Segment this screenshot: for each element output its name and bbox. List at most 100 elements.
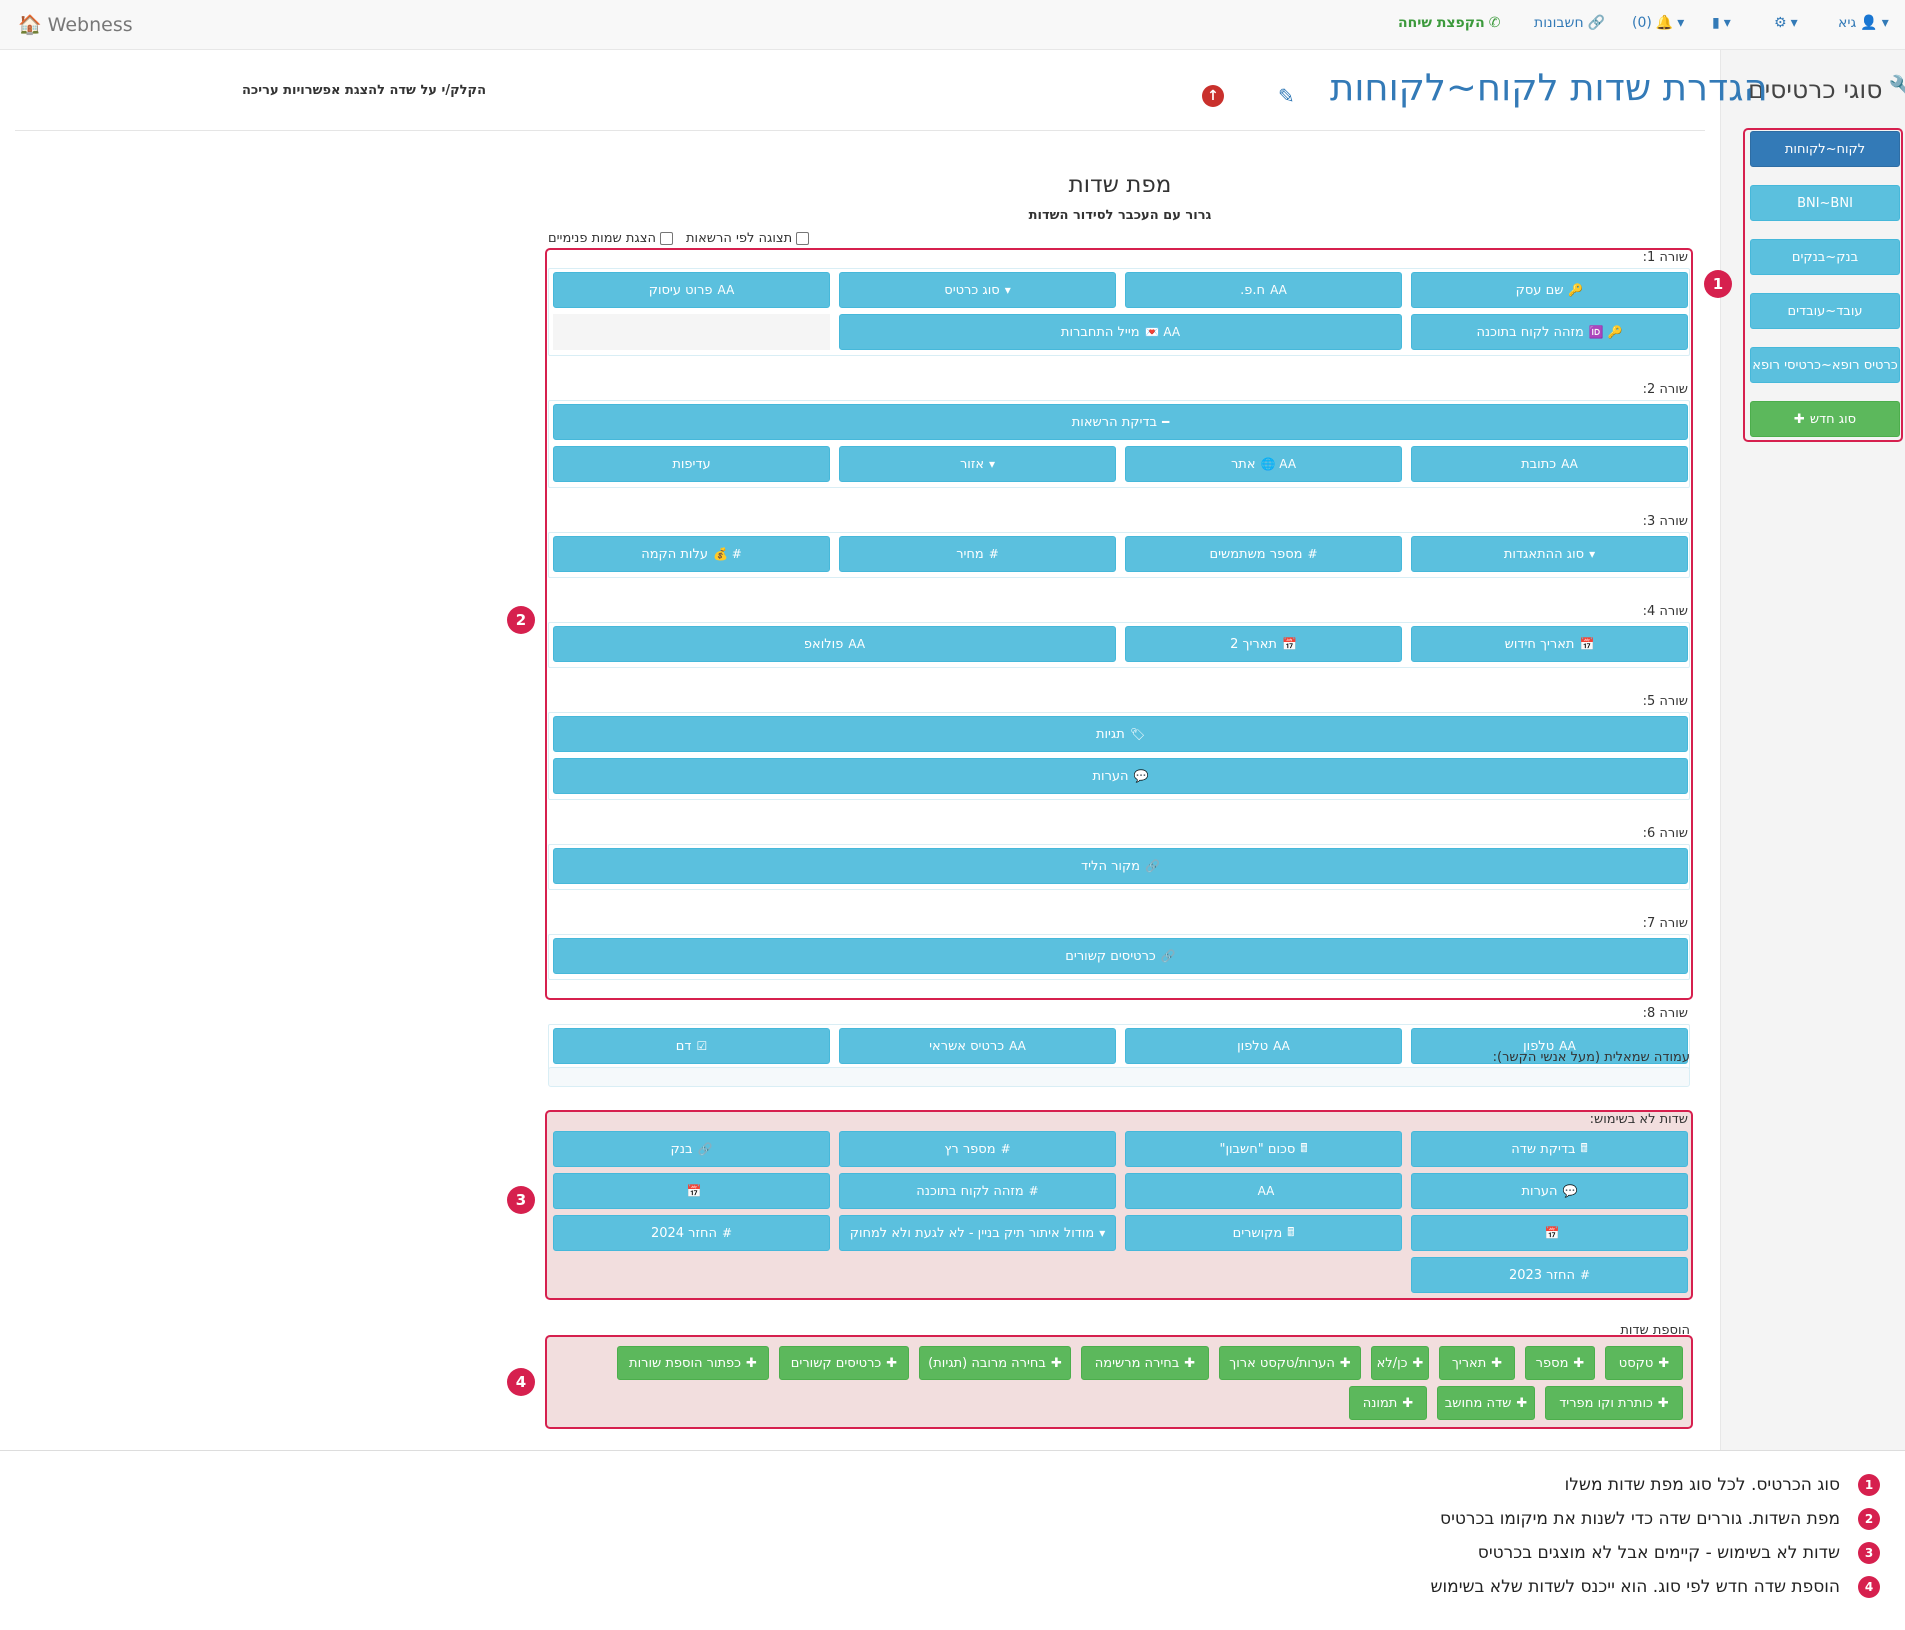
field-button[interactable]: ☑דם	[553, 1028, 830, 1064]
invoices-link[interactable]: חשבונות 🔗	[1534, 15, 1606, 31]
field-label: פולואפ	[803, 636, 844, 652]
field-button[interactable]: #החזר 2023	[1411, 1257, 1688, 1293]
add-field-button[interactable]: ✚כן/לא	[1371, 1346, 1429, 1380]
legend-badge: 2	[1858, 1508, 1880, 1530]
caret-down-icon: ▾	[1790, 15, 1798, 31]
field-button[interactable]: 🔗בנק	[553, 1131, 830, 1167]
new-type-button[interactable]: ✚ סוג חדש	[1750, 401, 1900, 437]
gear-icon: ⚙	[1774, 15, 1787, 31]
field-button[interactable]: 📅תאריך 2	[1125, 626, 1402, 662]
field-button[interactable]: ━בדיקת הרשאות	[553, 404, 1688, 440]
legend-badge: 1	[1858, 1474, 1880, 1496]
add-field-button[interactable]: ✚כרטיסים קשורים	[779, 1346, 909, 1380]
field-button[interactable]: AA 🌐אתר	[1125, 446, 1402, 482]
call-popup-link[interactable]: הקפצת שיחה ✆	[1398, 15, 1501, 31]
add-field-button[interactable]: ✚הערות/טקסט ארוך	[1219, 1346, 1361, 1380]
field-label: מזהה לקוח בתוכנה	[916, 1183, 1024, 1199]
field-label: מחיר	[956, 546, 984, 562]
field-button[interactable]: 🔗מקור הליד	[553, 848, 1688, 884]
field-button[interactable]: ▾אזור	[839, 446, 1116, 482]
comment-icon: 💬	[1133, 769, 1149, 783]
field-label: מקור הליד	[1081, 858, 1140, 874]
checkbox-box[interactable]	[796, 232, 810, 245]
notifications-dropdown[interactable]: (0) 🔔 ▾	[1632, 15, 1685, 31]
field-button[interactable]: 📅תאריך חידוש	[1411, 626, 1688, 662]
field-button[interactable]: 🖩בדיקת שדה	[1411, 1131, 1688, 1167]
field-button[interactable]: #מזהה לקוח בתוכנה	[839, 1173, 1116, 1209]
add-field-label: תאריך	[1451, 1355, 1487, 1371]
field-button[interactable]: 🔑שם עסק	[1411, 272, 1688, 308]
field-button[interactable]: # 💰עלות הקמה	[553, 536, 830, 572]
text-icon: AA	[1270, 283, 1287, 297]
brand-link[interactable]: 🏠 Webness	[18, 13, 133, 37]
field-label: דם	[675, 1038, 692, 1054]
add-field-button[interactable]: ✚תמונה	[1349, 1386, 1427, 1420]
field-button[interactable]: ▾מודול איתור תיק בניין - לא לגעת ולא למח…	[839, 1215, 1116, 1251]
legend-badge: 4	[1858, 1576, 1880, 1598]
field-button[interactable]: #מחיר	[839, 536, 1116, 572]
row-label: שורה 6:	[1642, 826, 1688, 841]
text-icon: AA 🌐	[1260, 457, 1297, 471]
sidebar-item-banks[interactable]: בנק~בנקים	[1750, 239, 1900, 275]
add-field-button[interactable]: ✚מספר	[1525, 1346, 1595, 1380]
sidebar-item-bni[interactable]: BNI~BNI	[1750, 185, 1900, 221]
arrow-up-circle-icon[interactable]: ↑	[1202, 85, 1224, 107]
field-button[interactable]: #מספר משתמשים	[1125, 536, 1402, 572]
field-button[interactable]: ▾סוג ההתאגדות	[1411, 536, 1688, 572]
field-button[interactable]: 🔗כרטיסים קשורים	[553, 938, 1688, 974]
add-field-button[interactable]: ✚שדה מחושב	[1437, 1386, 1535, 1420]
field-button[interactable]: 💬הערות	[1411, 1173, 1688, 1209]
field-button[interactable]: #החזר 2024	[553, 1215, 830, 1251]
sidebar-item-doctors[interactable]: כרטיס רופא~כרטיסי רופא	[1750, 347, 1900, 383]
field-button[interactable]: 📅	[1411, 1215, 1688, 1251]
field-button[interactable]: AA	[1125, 1173, 1402, 1209]
left-column-dropzone[interactable]	[548, 1067, 1690, 1087]
add-field-button[interactable]: ✚בחירה מרובה (תגיות)	[919, 1346, 1071, 1380]
minus-icon: ━	[1162, 415, 1170, 429]
documents-dropdown[interactable]: ▮ ▾	[1712, 15, 1731, 31]
sidebar-item-customers[interactable]: לקוח~לקוחות	[1750, 131, 1900, 167]
field-button[interactable]: 🔑 🆔מזהה לקוח בתוכנה	[1411, 314, 1688, 350]
fields-map-title: מפת שדות	[1068, 172, 1172, 198]
add-field-button[interactable]: ✚בחירה מרשימה	[1081, 1346, 1209, 1380]
settings-dropdown[interactable]: ⚙ ▾	[1774, 15, 1798, 31]
select-icon: ▾	[1099, 1226, 1106, 1240]
add-field-button[interactable]: ✚טקסט	[1605, 1346, 1683, 1380]
add-field-button[interactable]: ✚תאריך	[1439, 1346, 1515, 1380]
text-icon: AA 💌	[1144, 325, 1181, 339]
hash-icon: #	[1000, 1142, 1011, 1156]
add-field-button[interactable]: ✚כפתור הוספת שורות	[617, 1346, 769, 1380]
plus-icon: ✚	[1184, 1355, 1196, 1371]
internal-names-checkbox[interactable]: הצגת שמות פנימיים	[548, 231, 673, 246]
field-label: מספר רץ	[944, 1141, 996, 1157]
home-icon: 🏠	[18, 14, 42, 36]
sidebar-item-employees[interactable]: עובד~עובדים	[1750, 293, 1900, 329]
field-button[interactable]: ▾סוג כרטיס	[839, 272, 1116, 308]
field-button[interactable]: 🏷תגיות	[553, 716, 1688, 752]
field-label: בדיקת שדה	[1511, 1141, 1576, 1157]
user-dropdown[interactable]: גיא 👤 ▾	[1838, 15, 1889, 31]
field-button[interactable]: 🖩מקושרים	[1125, 1215, 1402, 1251]
text-icon: AA	[717, 283, 735, 297]
field-button[interactable]: # מספר רץ	[839, 1131, 1116, 1167]
field-button[interactable]: 💬הערות	[553, 758, 1688, 794]
annotation-badge-1: 1	[1704, 270, 1732, 298]
field-button[interactable]: AA 💌מייל התחברות	[839, 314, 1402, 350]
pencil-icon[interactable]: ✎	[1278, 84, 1295, 108]
field-button[interactable]: עדיפות	[553, 446, 830, 482]
tags-icon: 🏷	[1129, 727, 1146, 741]
field-button[interactable]: 🖩סכום "חשבון"	[1125, 1131, 1402, 1167]
unused-fields-label: שדות לא בשימוש:	[1589, 1112, 1688, 1127]
add-field-button[interactable]: ✚כותרת וקו מפריד	[1545, 1386, 1683, 1420]
link-icon: 🔗	[697, 1142, 713, 1156]
permission-view-checkbox[interactable]: תצוגה לפי הרשאות	[686, 231, 810, 246]
checkbox-box[interactable]	[660, 232, 673, 245]
field-button[interactable]: 📅	[553, 1173, 830, 1209]
